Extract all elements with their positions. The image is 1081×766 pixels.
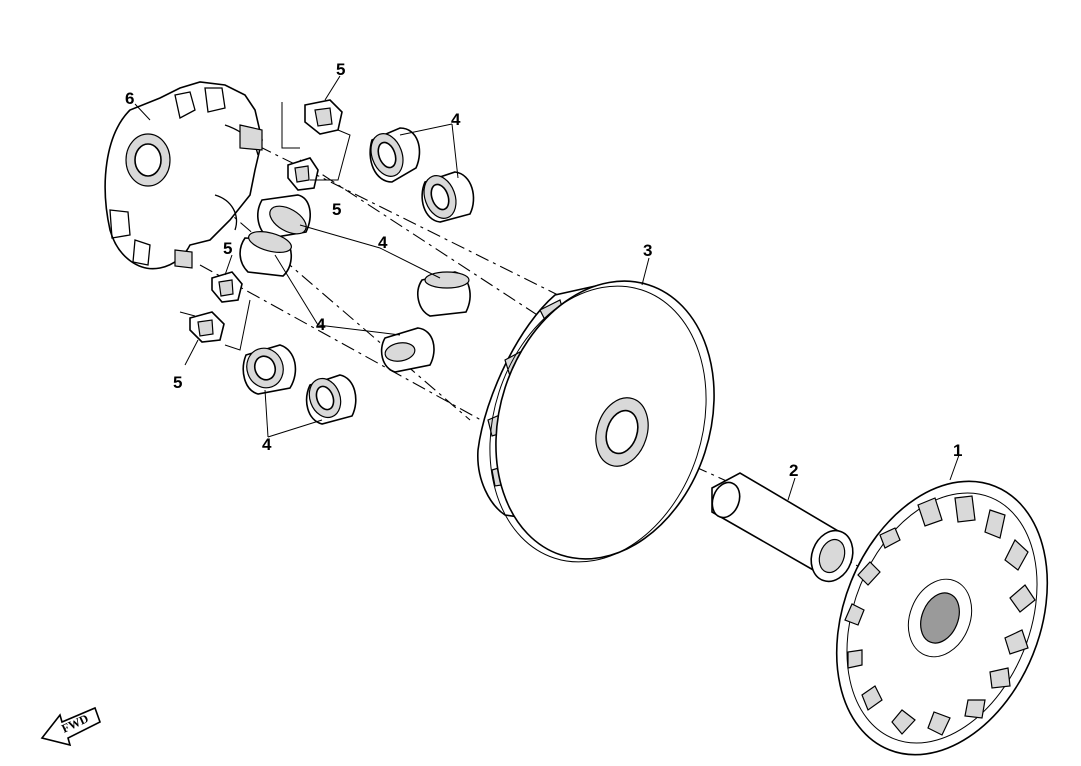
fixed-sheave-part-1: [835, 480, 1049, 756]
slider-part-5-d: [189, 311, 225, 343]
forward-direction-arrow: FWD: [40, 706, 101, 747]
spider-plate-part-6: [104, 81, 263, 270]
cooling-fins: [844, 495, 1036, 736]
slider-part-5-a: [304, 99, 343, 135]
callout-5-lower-middle: 5: [223, 239, 232, 258]
callout-4-lower-middle: 4: [316, 315, 326, 334]
callout-4-top: 4: [451, 110, 461, 129]
roller-part-4-g: [242, 344, 297, 395]
callout-4-bottom: 4: [262, 435, 272, 454]
roller-part-4-b: [421, 171, 475, 223]
callout-5-bottom: 5: [173, 373, 182, 392]
slider-part-5-c: [211, 271, 243, 303]
callout-4-upper-middle: 4: [378, 233, 388, 252]
roller-part-4-f: [380, 327, 435, 373]
callout-1: 1: [953, 441, 962, 460]
roller-part-4-h: [305, 374, 357, 425]
leader-lines: [134, 75, 960, 501]
callout-5-upper-middle: 5: [332, 200, 341, 219]
movable-sheave-part-3: [477, 280, 715, 563]
roller-part-4-e: [417, 271, 471, 317]
sleeve-part-2: [711, 472, 854, 583]
roller-part-4-a: [369, 127, 421, 183]
callout-5-top: 5: [336, 60, 345, 79]
callout-6: 6: [125, 89, 134, 108]
callout-labels: 1 2 3 4 4 4 4 5 5 5 5 6: [125, 60, 962, 480]
callout-2: 2: [789, 461, 798, 480]
roller-part-4-c: [257, 194, 311, 239]
callout-3: 3: [643, 241, 652, 260]
slider-part-5-b: [287, 157, 319, 191]
roller-part-4-d: [239, 231, 292, 277]
